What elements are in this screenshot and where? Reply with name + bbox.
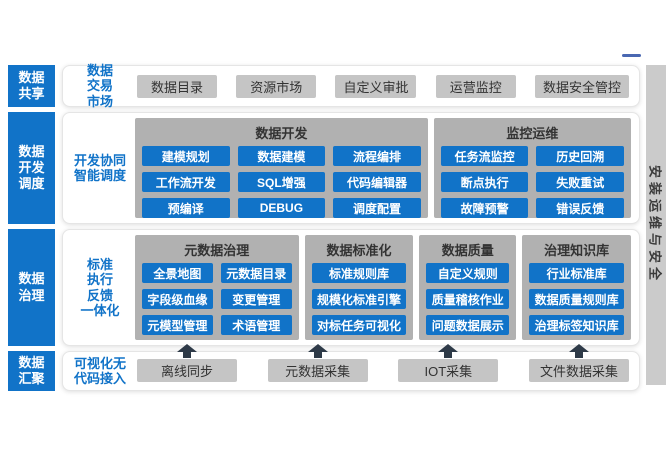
feature-chip: 调度配置 — [333, 198, 421, 218]
decor-dash — [622, 54, 641, 57]
row-label-standard-execution-feedback: 标准 执行 反馈 一体化 — [80, 256, 120, 318]
layer-data-sharing: 数据 共享 数据 交易 市场 数据目录资源市场自定义审批运营监控数据安全管控 — [8, 63, 640, 109]
feature-chip: 行业标准库 — [529, 263, 624, 283]
panel-grid: 行业标准库数据质量规则库治理标签知识库 — [529, 263, 624, 335]
layer-block-data-governance: 数据 治理 — [8, 229, 55, 346]
collection-buttons-area: 离线同步 元数据采集 IOT采集 文件数据采集 — [135, 343, 631, 383]
up-arrow-icon-stem — [574, 351, 583, 358]
feature-chip: IOT采集 — [398, 358, 499, 382]
governance-panels-area: 元数据治理全景地图元数据目录字段级血缘变更管理元模型管理术语管理数据标准化标准规… — [135, 235, 631, 340]
feature-chip: 变更管理 — [220, 289, 292, 309]
feature-chip: 数据目录 — [137, 74, 217, 98]
layer-data-governance: 数据 治理 标准 执行 反馈 一体化 元数据治理全景地图元数据目录字段级血缘变更… — [8, 229, 640, 346]
feature-chip: 历史回溯 — [536, 146, 624, 166]
panel-grid: 标准规则库规模化标准引擎对标任务可视化 — [311, 263, 407, 335]
layer-block-data-sharing: 数据 共享 — [8, 65, 55, 107]
up-arrow-icon-stem — [313, 351, 322, 358]
up-arrow-icon-stem — [444, 351, 453, 358]
feature-chip: 流程编排 — [333, 146, 421, 166]
feature-chip: 质量稽核作业 — [426, 289, 510, 309]
feature-chip: 自定义审批 — [335, 74, 417, 98]
layer-data-dev-scheduling: 数据 开发 调度 开发协同 智能调度 数据开发建模规划数据建模流程编排工作流开发… — [8, 112, 640, 224]
layer-block-data-dev-scheduling: 数据 开发 调度 — [8, 112, 55, 224]
feature-chip: 问题数据展示 — [426, 315, 510, 335]
feature-chip: 断点执行 — [440, 172, 529, 192]
feature-chip: 代码编辑器 — [333, 172, 421, 192]
feature-chip: 运营监控 — [435, 74, 516, 98]
feature-chip: 术语管理 — [220, 315, 292, 335]
feature-chip: 对标任务可视化 — [311, 315, 407, 335]
collection-unit: 元数据采集 — [267, 343, 368, 382]
feature-chip: 数据质量规则库 — [529, 289, 624, 309]
side-rail-ops-security: 安装运维与安全 — [646, 65, 666, 385]
row-label-data-exchange-market: 数据 交易 市场 — [86, 63, 113, 109]
feature-chip: SQL增强 — [237, 172, 326, 192]
up-arrow-icon — [568, 343, 589, 352]
card-data-dev-scheduling: 开发协同 智能调度 数据开发建模规划数据建模流程编排工作流开发 SQL增强代码编辑… — [62, 112, 640, 224]
feature-chip: 文件数据采集 — [528, 358, 629, 382]
panel: 数据开发建模规划数据建模流程编排工作流开发 SQL增强代码编辑器预编译 DEBUG 调… — [135, 118, 428, 218]
panel: 监控运维任务流监控历史回溯断点执行失败重试故障预警错误反馈 — [433, 118, 631, 218]
sharing-buttons-area: 数据目录资源市场自定义审批运营监控数据安全管控 — [135, 74, 631, 98]
up-arrow-icon — [177, 343, 197, 352]
panel-title: 元数据治理 — [184, 243, 250, 258]
feature-chip: 自定义规则 — [426, 263, 510, 283]
panel-grid: 自定义规则质量稽核作业问题数据展示 — [426, 263, 510, 335]
feature-chip: 字段级血缘 — [142, 289, 213, 309]
dev-panels-area: 数据开发建模规划数据建模流程编排工作流开发 SQL增强代码编辑器预编译 DEBUG 调… — [135, 118, 631, 218]
feature-chip: 元数据目录 — [220, 263, 292, 283]
panel-title: 数据标准化 — [326, 243, 392, 258]
feature-chip: DEBUG — [237, 198, 326, 218]
card-data-collection: 可视化无 代码接入 离线同步 元数据采集 IOT采集 文件数据采集 — [62, 343, 640, 391]
feature-chip: 元模型管理 — [142, 315, 213, 335]
panel-title: 治理知识库 — [544, 243, 610, 258]
feature-chip: 数据安全管控 — [534, 74, 629, 98]
layer-data-collection: 数据 汇聚 可视化无 代码接入 离线同步 元数据采集 IOT采集 文件数据采集 — [8, 343, 640, 391]
feature-chip: 标准规则库 — [311, 263, 407, 283]
row-label-dev-collab-scheduling: 开发协同 智能调度 — [73, 152, 126, 183]
panel-grid: 全景地图元数据目录字段级血缘变更管理元模型管理术语管理 — [142, 263, 292, 335]
panel-title: 数据质量 — [441, 243, 494, 258]
collection-unit: IOT采集 — [398, 343, 499, 382]
feature-chip: 工作流开发 — [142, 172, 230, 192]
feature-chip: 元数据采集 — [267, 358, 368, 382]
panel-title: 监控运维 — [506, 126, 559, 141]
panel-grid: 任务流监控历史回溯断点执行失败重试故障预警错误反馈 — [440, 146, 624, 218]
feature-chip: 治理标签知识库 — [529, 315, 624, 335]
side-rail-label: 安装运维与安全 — [647, 165, 663, 285]
feature-chip: 离线同步 — [137, 358, 237, 382]
panel: 数据标准化标准规则库规模化标准引擎对标任务可视化 — [304, 235, 414, 340]
up-arrow-icon — [307, 343, 328, 352]
feature-chip: 资源市场 — [236, 74, 317, 98]
feature-chip: 建模规划 — [142, 146, 230, 166]
feature-chip: 故障预警 — [440, 198, 529, 218]
panel: 治理知识库行业标准库数据质量规则库治理标签知识库 — [522, 235, 631, 340]
up-arrow-icon — [438, 343, 459, 352]
card-data-sharing: 数据 交易 市场 数据目录资源市场自定义审批运营监控数据安全管控 — [62, 63, 640, 109]
up-arrow-icon-stem — [183, 351, 191, 358]
feature-chip: 全景地图 — [142, 263, 213, 283]
feature-chip: 任务流监控 — [440, 146, 529, 166]
panel: 数据质量自定义规则质量稽核作业问题数据展示 — [419, 235, 517, 340]
layer-block-data-collection: 数据 汇聚 — [8, 351, 55, 391]
card-data-governance: 标准 执行 反馈 一体化 元数据治理全景地图元数据目录字段级血缘变更管理元模型管… — [62, 229, 640, 346]
row-label-no-code-access: 可视化无 代码接入 — [73, 355, 126, 386]
feature-chip: 预编译 — [142, 198, 230, 218]
panel-grid: 建模规划数据建模流程编排工作流开发 SQL增强代码编辑器预编译 DEBUG 调度配置 — [142, 146, 421, 218]
feature-chip: 规模化标准引擎 — [311, 289, 407, 309]
collection-unit: 离线同步 — [137, 343, 237, 382]
collection-unit: 文件数据采集 — [528, 343, 629, 382]
panel-title: 数据开发 — [255, 126, 308, 141]
feature-chip: 错误反馈 — [536, 198, 624, 218]
feature-chip: 数据建模 — [237, 146, 326, 166]
panel: 元数据治理全景地图元数据目录字段级血缘变更管理元模型管理术语管理 — [135, 235, 299, 340]
feature-chip: 失败重试 — [536, 172, 624, 192]
diagram-rows: 数据 共享 数据 交易 市场 数据目录资源市场自定义审批运营监控数据安全管控 数… — [8, 63, 640, 391]
